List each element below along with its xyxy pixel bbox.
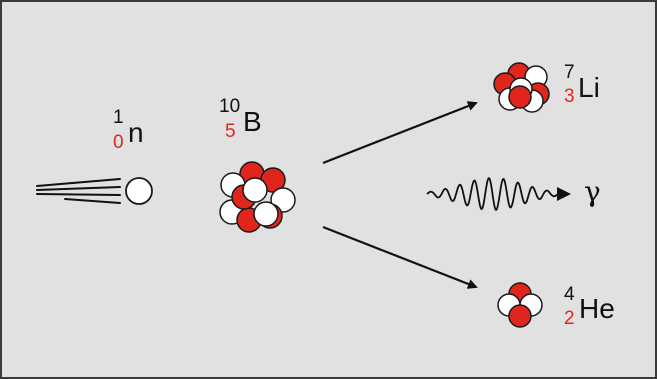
lithium-mass-number: 7 — [564, 62, 575, 83]
lithium-nucleus — [493, 62, 550, 113]
boron-nucleus — [219, 161, 296, 233]
boron-mass-number: 10 — [219, 96, 241, 117]
helium-atomic-number: 2 — [564, 308, 575, 329]
arrow-to-helium — [322, 225, 478, 289]
lithium-symbol: Li — [578, 72, 600, 103]
boron-label: 10 5 B — [219, 97, 289, 143]
neutron-mass-number: 1 — [113, 107, 124, 128]
arrow-to-lithium — [322, 101, 478, 165]
lithium-label: 7 3 Li — [562, 63, 622, 109]
neutron-particle — [125, 177, 153, 205]
gamma-wave — [426, 176, 559, 212]
neutron-atomic-number: 0 — [113, 132, 124, 153]
lithium-atomic-number: 3 — [564, 86, 575, 107]
boron-symbol: B — [243, 106, 262, 137]
motion-lines — [36, 178, 121, 204]
helium-mass-number: 4 — [564, 284, 575, 305]
neutron-symbol: n — [128, 117, 144, 148]
boron-atomic-number: 5 — [225, 121, 236, 142]
gamma-arrowhead — [557, 187, 571, 201]
gamma-symbol: γ — [584, 175, 601, 208]
helium-label: 4 2 He — [562, 285, 632, 331]
helium-nucleus — [497, 282, 543, 328]
helium-symbol: He — [579, 293, 615, 324]
neutron-label: 1 0 n — [110, 108, 160, 154]
